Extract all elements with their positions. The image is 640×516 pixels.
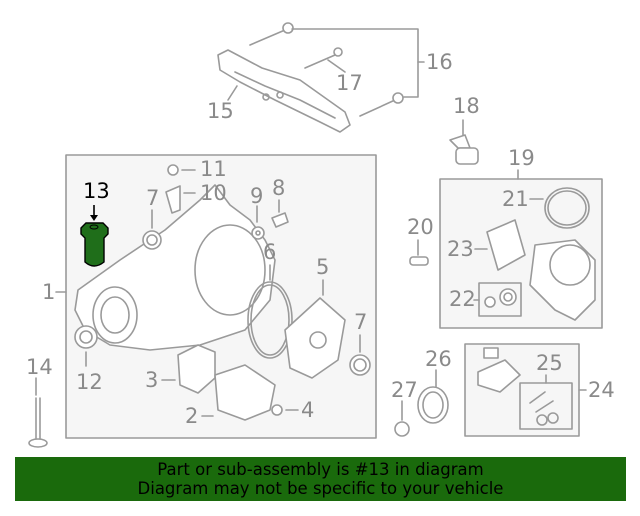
callout-3[interactable]: 3	[145, 368, 159, 392]
callout-18[interactable]: 18	[453, 94, 480, 118]
callout-21[interactable]: 21	[502, 187, 529, 211]
callout-4[interactable]: 4	[301, 398, 315, 422]
callout-13-highlighted[interactable]: 13	[83, 179, 110, 203]
callout-11[interactable]: 11	[200, 157, 227, 181]
part-13-bushing	[80, 205, 109, 267]
banner-line-part: Part or sub-assembly is #13 in diagram	[157, 460, 484, 479]
callout-12[interactable]: 12	[76, 370, 103, 394]
callout-16[interactable]: 16	[426, 50, 453, 74]
callout-25[interactable]: 25	[536, 351, 563, 375]
callout-1[interactable]: 1	[42, 280, 56, 304]
callout-5[interactable]: 5	[316, 255, 330, 279]
part-info-banner: Part or sub-assembly is #13 in diagram D…	[15, 457, 626, 501]
callout-27[interactable]: 27	[391, 378, 418, 402]
callout-7-right[interactable]: 7	[354, 310, 368, 334]
callout-14[interactable]: 14	[26, 355, 53, 379]
callout-2[interactable]: 2	[185, 404, 199, 428]
callout-24[interactable]: 24	[588, 378, 615, 402]
banner-line-disclaimer: Diagram may not be specific to your vehi…	[137, 479, 504, 498]
callout-20[interactable]: 20	[407, 215, 434, 239]
callout-22[interactable]: 22	[449, 287, 476, 311]
callout-7-left[interactable]: 7	[146, 186, 160, 210]
callout-26[interactable]: 26	[425, 347, 452, 371]
callout-15[interactable]: 15	[207, 99, 234, 123]
callout-10[interactable]: 10	[200, 181, 227, 205]
callout-8[interactable]: 8	[272, 176, 286, 200]
callout-19[interactable]: 19	[508, 146, 535, 170]
callout-17[interactable]: 17	[336, 71, 363, 95]
callout-23[interactable]: 23	[447, 237, 474, 261]
callout-9[interactable]: 9	[250, 184, 264, 208]
callout-6[interactable]: 6	[263, 240, 277, 264]
